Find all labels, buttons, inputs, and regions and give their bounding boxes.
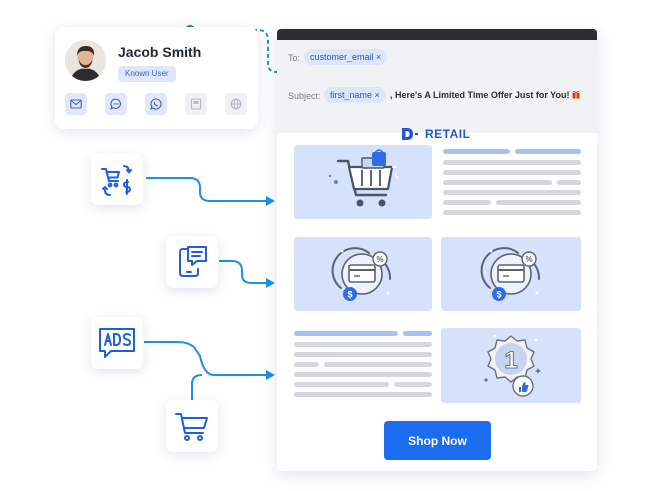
chat-icon[interactable]	[105, 93, 127, 115]
flow-line-4	[191, 374, 203, 400]
subject-token-text: first_name	[330, 90, 373, 100]
svg-text:%: %	[525, 255, 532, 264]
push-icon[interactable]	[185, 93, 207, 115]
arrow-3	[266, 370, 275, 380]
text-placeholder-line	[443, 180, 552, 185]
status-badge: Known User	[118, 66, 176, 82]
arrow-1	[266, 196, 275, 206]
flow-line-2	[219, 260, 266, 284]
to-label: To:	[288, 53, 301, 63]
text-placeholder-line	[443, 200, 491, 205]
to-chip[interactable]: customer_email ×	[304, 49, 388, 65]
text-placeholder-line	[294, 372, 432, 377]
svg-text:$: $	[347, 290, 352, 300]
remove-to-icon[interactable]: ×	[376, 52, 382, 62]
remove-token-icon[interactable]: ×	[374, 90, 380, 100]
text-placeholder-line	[443, 210, 581, 215]
text-placeholder-line	[294, 352, 432, 357]
text-placeholder-line	[324, 362, 432, 367]
cart-exchange-icon[interactable]	[91, 153, 143, 205]
avatar	[65, 40, 106, 81]
email-icon[interactable]	[65, 93, 87, 115]
text-placeholder-line	[294, 382, 389, 387]
text-placeholder-line	[403, 331, 432, 336]
subject-text-content: , Here's A Limited Time Offer Just for Y…	[390, 90, 570, 100]
top-rated-badge-illustration: 1	[441, 328, 581, 403]
app-notification-icon[interactable]	[166, 236, 218, 288]
text-placeholder-line	[496, 200, 581, 205]
cart-icon[interactable]	[166, 400, 218, 452]
subject-label: Subject:	[288, 91, 321, 101]
contact-card[interactable]: Jacob Smith Known User	[55, 27, 258, 129]
gift-emoji-icon	[572, 91, 580, 99]
text-placeholder-line	[443, 160, 581, 165]
text-placeholder-line	[443, 170, 581, 175]
arrow-2	[266, 278, 275, 288]
brand-logo: RETAIL	[401, 127, 470, 141]
whatsapp-icon[interactable]	[145, 93, 167, 115]
subject-text[interactable]: , Here's A Limited Time Offer Just for Y…	[390, 90, 580, 100]
brand-name: RETAIL	[425, 127, 471, 141]
to-chip-text: customer_email	[310, 52, 374, 62]
svg-text:%: %	[376, 255, 383, 264]
text-placeholder-line	[394, 382, 432, 387]
subject-token-chip[interactable]: first_name ×	[324, 87, 386, 103]
text-placeholder-line	[294, 362, 319, 367]
email-header: To: customer_email × Subject: first_name…	[277, 40, 597, 141]
text-placeholder-line	[294, 331, 398, 336]
text-placeholder-line	[557, 180, 581, 185]
web-icon[interactable]	[225, 93, 247, 115]
shop-now-button[interactable]: Shop Now	[384, 421, 491, 460]
text-placeholder-line	[294, 342, 432, 347]
flow-line-3	[144, 341, 266, 376]
shopping-cart-illustration	[294, 145, 432, 219]
window-bar	[277, 29, 597, 40]
email-preview: To: customer_email × Subject: first_name…	[277, 29, 597, 471]
ads-icon[interactable]	[91, 317, 143, 369]
contact-name: Jacob Smith	[118, 44, 202, 60]
contact-connector	[190, 29, 278, 73]
svg-text:$: $	[496, 290, 501, 300]
text-placeholder-line	[443, 190, 581, 195]
text-placeholder-line	[515, 149, 581, 154]
text-placeholder-line	[294, 392, 432, 397]
text-placeholder-line	[443, 149, 510, 154]
payment-illustration: $ %	[441, 237, 581, 311]
payment-illustration: $ %	[294, 237, 432, 311]
flow-line-1	[146, 177, 266, 202]
retail-logo-icon	[402, 128, 418, 140]
svg-text:1: 1	[504, 347, 517, 374]
